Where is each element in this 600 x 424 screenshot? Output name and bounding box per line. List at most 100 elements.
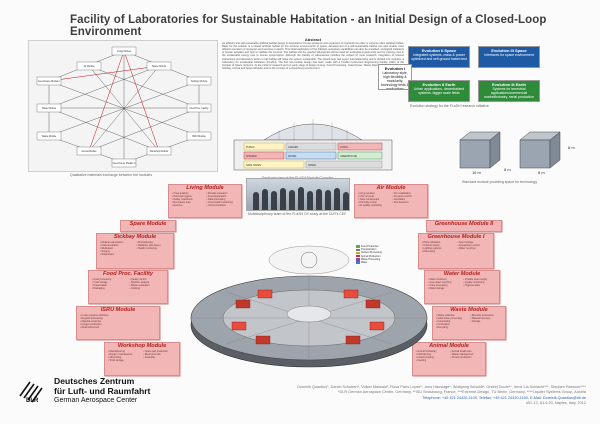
network-svg: Living Module Air Module Spare Module Gr… [36, 46, 212, 168]
legend-row: Transportation [356, 248, 392, 251]
greenhouse-1-module-item: • Lighting systems [422, 247, 442, 250]
living-module-item: • Crew health monitoring [206, 201, 233, 204]
isru-module-item: • Oxygen production [80, 323, 102, 326]
photo-person [334, 188, 340, 210]
photo-person [298, 187, 304, 210]
network-node-label: Sickbay Module [191, 81, 208, 83]
sickbay-module-item: • Surgery [100, 250, 110, 253]
evolution-3-space-name: Evolution III Space [491, 48, 527, 53]
network-node-label: Waste Module [42, 135, 57, 138]
living-module-title: Living Module [186, 185, 224, 191]
section-label: WATER [288, 155, 297, 158]
isru-module-item: • Metal refinement [80, 326, 100, 329]
legend-swatch [356, 248, 360, 251]
cube-dim-width-1: 16 m [472, 170, 481, 175]
materials-exchange-diagram: Living Module Air Module Spare Module Gr… [28, 40, 218, 172]
food-proc-module-item: • Nutrition analysis [129, 281, 150, 284]
food-proc-module-item: • Food processing [92, 278, 112, 281]
legend-row: Animal Production [356, 255, 392, 258]
standard-module-cubes [450, 120, 580, 180]
water-module-item: • Grey water recycling [428, 281, 452, 284]
animal-module-item: • Feeding [416, 359, 427, 362]
isru-module-item: • Regolith processing [80, 317, 103, 320]
animal-module-item: • Insect breeding [416, 356, 434, 359]
animal-module-item: • Animal health care [450, 350, 472, 353]
network-node-label: Greenhouse Module I [38, 80, 60, 83]
sickbay-module-item: • Radiation safe haven [136, 244, 161, 247]
legend-label: Waste Processing [361, 257, 381, 261]
network-node-label: Greenhouse Module II [113, 162, 136, 165]
cube-dim-width-2: 8 m [538, 170, 545, 175]
legend-label: Transportation [361, 248, 377, 252]
sickbay-module-item: • Patient isolation [100, 244, 119, 247]
sickbay-module-item: • Physiotherapy [136, 241, 154, 244]
evolution-3-earth-box: Evolution III Earth Systems for terrestr… [478, 80, 540, 102]
evolution-1-box: Evolution I Laboratory style, high flexi… [378, 64, 412, 90]
sickbay-module-details: • Medical examination • Patient isolatio… [97, 241, 173, 256]
network-node-label: ISRU Module [192, 136, 206, 138]
sickbay-module-box: Sickbay Module • Medical examination • P… [96, 233, 174, 269]
cube-dim-depth-1: 8 m [504, 167, 511, 172]
photo-person [307, 191, 313, 210]
legend-label: Water [361, 261, 368, 265]
conference-reference: IAC-12, A1.6.20, Naples, Italy, 2012 [525, 401, 586, 406]
air-module-item: • Fire detection [392, 201, 409, 204]
water-module-box: Water Module • Water treatment • Grey wa… [424, 270, 500, 304]
dlr-abbreviation: DLR [26, 398, 39, 404]
legend-swatch [356, 258, 360, 261]
air-module-details: • O2 generation • CO2 removal • Trace co… [355, 192, 427, 207]
sickbay-module-item: • Medical examination [100, 241, 124, 244]
photo-person [343, 192, 349, 210]
living-module-item: • Communications [206, 204, 226, 207]
animal-module-details: • Animal husbandry • Fish farming • Inse… [413, 350, 485, 362]
greenhouse-1-module-item: • Seed storage [457, 241, 474, 244]
evolution-3-earth-text: Systems for terrestrial applications/com… [484, 87, 534, 99]
section-label: SPARE [308, 164, 316, 167]
legend-row: Nutrient Processing [356, 251, 392, 254]
evolution-3-space-text: Interfaces for space environment [484, 53, 534, 57]
animal-module-box: Animal Module • Animal husbandry • Fish … [412, 342, 486, 376]
network-node-label: Air Module [84, 65, 96, 68]
waste-module-item: • Composting [436, 320, 451, 323]
sickbay-module-item: • Health monitoring [136, 247, 157, 250]
legend-swatch [356, 251, 360, 255]
dlr-name-line3: German Aerospace Center [54, 397, 138, 404]
water-module-item: • Urine processing [428, 284, 448, 287]
author-affiliations: *DLR German Aerospace Center, Germany, *… [338, 390, 586, 395]
living-module-item: • Personal hygiene [172, 195, 192, 198]
animal-module-item: • Fish farming [416, 353, 431, 356]
network-node-label: Animal Module [81, 150, 97, 153]
habitat-complex-diagram [178, 230, 440, 380]
greenhouse-1-module-item: • Nutrient supply [422, 244, 440, 247]
living-module-item: • Crew quarters [172, 192, 189, 195]
network-caption: Qualitative materials exchange between t… [70, 173, 153, 177]
air-module-box: Air Module • O2 generation • CO2 removal… [354, 184, 428, 218]
author-block: Dominik Quantius*, Daniel Schubert*, Vol… [206, 385, 586, 407]
abstract: Abstract An efficient and self-sustainab… [222, 38, 404, 112]
evolution-2-space-text: Integrated systems, mass & power optimiz… [411, 53, 467, 61]
waste-module-item: • Recycling [436, 326, 448, 329]
air-module-item: • Air quality monitoring [358, 204, 382, 207]
workshop-module-details: • Manufacturing • Repair / maintenance •… [105, 350, 179, 362]
sickbay-module-title: Sickbay Module [113, 234, 157, 240]
air-module-item: • Humidity control [358, 201, 377, 204]
food-proc-module-item: • Preservation [92, 284, 107, 287]
air-module-title: Air Module [376, 185, 406, 191]
cubes-caption: Standard module providing space for tech… [462, 180, 538, 184]
food-proc-module-item: • Packaging [92, 287, 105, 290]
network-node-label: Workshop Module [150, 150, 169, 153]
greenhouse-1-module-item: • Atmosphere control [457, 244, 480, 247]
author-contact[interactable]: Telephone: +49 421 24420-1109, Telefax: … [422, 395, 586, 400]
habitat-section-view: PUBLIC GARDEN LIVING SHOWER WATER GREENH… [224, 110, 402, 176]
air-module-item: • Pressure control [392, 195, 412, 198]
habitat-svg [190, 245, 428, 368]
living-module-item: • Food preparation [206, 195, 227, 198]
greenhouse-1-module-item: • Plant cultivation [422, 241, 441, 244]
legend-label: Nutrient Processing [361, 251, 382, 255]
legend-row: Water [356, 261, 392, 264]
food-proc-module-details: • Food processing • Food storage • Prese… [89, 278, 167, 290]
evolution-2-earth-text: Urban applications, decentralized system… [413, 87, 465, 95]
air-module-item: • Trace contaminant [358, 198, 380, 201]
water-module-item: • Quality monitoring [463, 281, 485, 284]
evolution-2-earth-name: Evolution II Earth [422, 82, 456, 87]
